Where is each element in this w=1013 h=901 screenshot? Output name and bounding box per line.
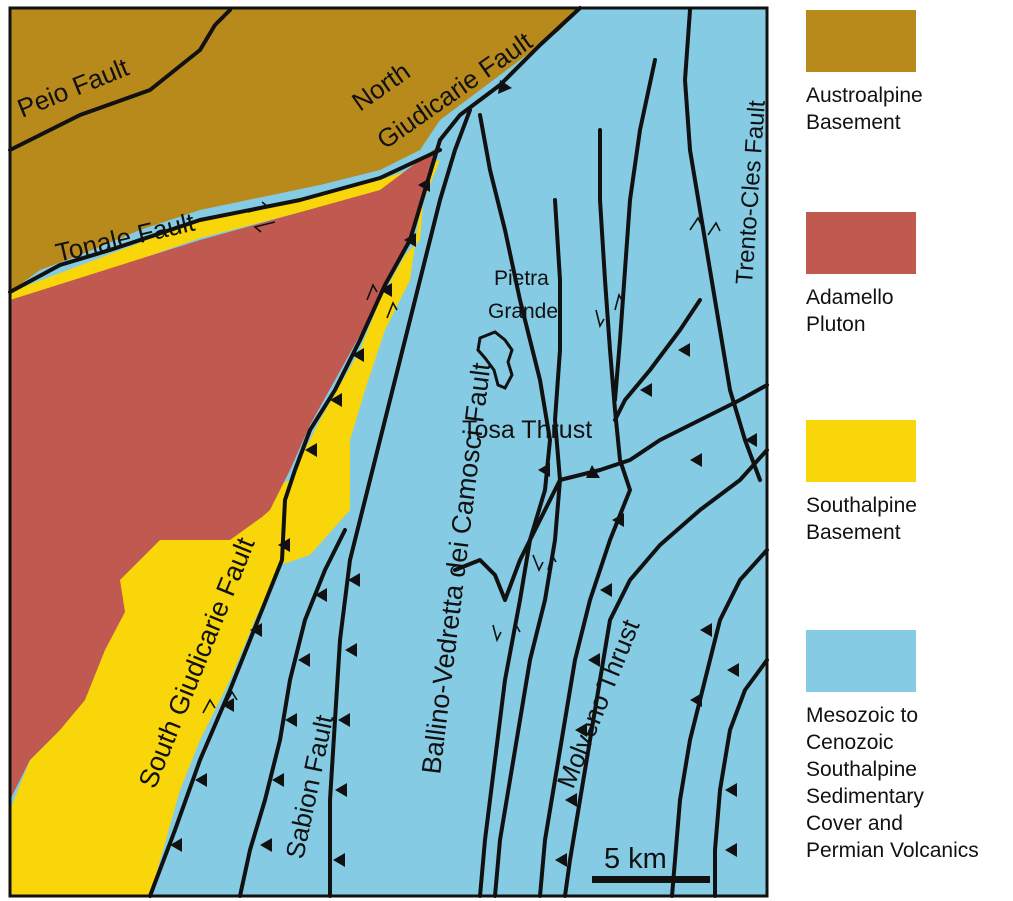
legend-item-austroalpine: Austroalpine Basement <box>806 10 1011 136</box>
legend-swatch-southalpine-basement <box>806 420 916 482</box>
fault-lines <box>8 6 769 898</box>
tonale-fault-line <box>8 148 442 294</box>
southeast-thrust-line-2 <box>670 548 769 898</box>
trento-cles-fault-line <box>683 8 762 482</box>
thrust-teeth <box>170 80 757 867</box>
austroalpine-basement-region <box>10 8 580 292</box>
southalpine-basement-region <box>10 160 440 896</box>
tosa-thrust-cross-line <box>453 383 769 602</box>
tosa-thrust-line <box>478 113 552 898</box>
pietra-grande-label-1: Pietra <box>494 267 549 290</box>
legend-swatch-sedimentary <box>806 630 916 692</box>
pietra-grande-outcrop <box>476 330 514 390</box>
scale-bar: 5 km <box>592 843 710 883</box>
eastern-thrust-line <box>613 58 657 402</box>
ballino-fault-line <box>328 108 472 898</box>
legend-label-sedimentary: Mesozoic to Cenozoic Southalpine Sedimen… <box>806 704 979 862</box>
legend-label-adamello: Adamello Pluton <box>806 286 894 336</box>
sabion-fault-line <box>238 528 347 898</box>
southeast-thrust-line-1 <box>563 448 769 898</box>
legend-swatch-adamello <box>806 212 916 274</box>
adamello-pluton-region <box>10 145 440 800</box>
legend-item-sedimentary: Mesozoic to Cenozoic Southalpine Sedimen… <box>806 630 1011 864</box>
legend-item-adamello: Adamello Pluton <box>806 212 1011 338</box>
scale-bar-label: 5 km <box>604 843 667 875</box>
inner-fault-line <box>493 198 562 898</box>
legend-label-southalpine-basement: Southalpine Basement <box>806 494 917 544</box>
molveno-thrust-line <box>538 128 632 898</box>
tosa-thrust-label: Tosa Thrust <box>462 416 592 444</box>
legend-swatch-austroalpine <box>806 10 916 72</box>
pietra-grande-label-2: Grande <box>488 300 558 323</box>
southeast-thrust-line-3 <box>713 658 769 898</box>
connector-line-1 <box>613 298 702 422</box>
legend-label-austroalpine: Austroalpine Basement <box>806 84 923 134</box>
legend-item-southalpine-basement: Southalpine Basement <box>806 420 1011 546</box>
scale-bar-line <box>592 876 710 883</box>
south-giudicarie-fault-line <box>148 138 442 898</box>
strike-slip-arrows <box>202 201 721 714</box>
peio-fault-line <box>8 8 232 152</box>
